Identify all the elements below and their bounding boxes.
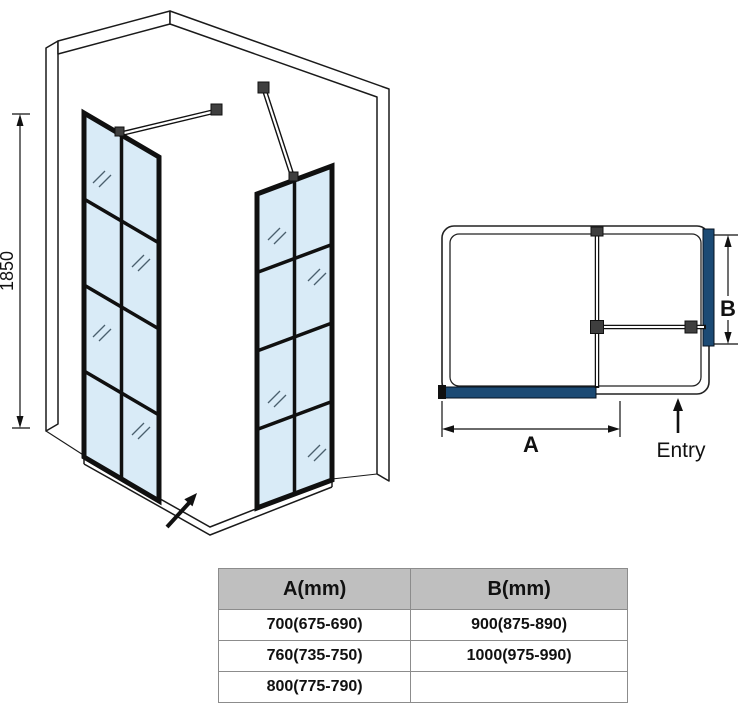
panel-a-plan [438, 385, 597, 399]
height-dimension-label: 1850 [0, 251, 17, 291]
size-table-header-b: B(mm) [410, 568, 628, 610]
entry-label: Entry [656, 439, 706, 462]
table-cell: 760(735-750) [217, 640, 412, 672]
entry-direction-arrow [165, 493, 197, 529]
table-cell: 1000(975-990) [410, 640, 628, 672]
support-bar-2 [257, 81, 296, 179]
entry-indicator: Entry [656, 398, 706, 462]
glass-panel-right [254, 162, 335, 512]
tray-outline [441, 225, 710, 395]
wall-profile [438, 385, 446, 399]
dimension-a-label: A [523, 432, 539, 457]
table-header-row: A(mm) B(mm) [217, 568, 628, 610]
table-row: 700(675-690) 900(875-890) [217, 609, 628, 641]
dimension-b: B [714, 234, 738, 345]
support-bar-1 [119, 103, 223, 137]
wall-bracket-icon [210, 103, 223, 116]
dimension-b-label: B [720, 296, 736, 321]
panel-b-plan [702, 228, 715, 347]
table-cell: 800(775-790) [217, 671, 412, 703]
size-table: A(mm) B(mm) 700(675-690) 900(875-890) 76… [217, 568, 628, 703]
table-cell: 900(875-890) [410, 609, 628, 641]
height-dimension: 1850 [0, 113, 30, 429]
plan-view: A B Entry [438, 225, 738, 462]
glass-reflection-marks [92, 170, 151, 440]
table-row: 800(775-790) [217, 671, 628, 703]
glass-panel-left [81, 108, 162, 506]
wall-bracket-icon [257, 81, 270, 94]
dimension-a: A [441, 401, 621, 457]
back-left-wall-top [57, 10, 171, 55]
left-wall-edge [45, 40, 59, 432]
glass-reflection-marks [267, 227, 327, 462]
table-cell: 700(675-690) [217, 609, 412, 641]
table-cell [410, 671, 628, 703]
table-row: 760(735-750) 1000(975-990) [217, 640, 628, 672]
isometric-view: 1850 [0, 10, 390, 536]
size-table-header-a: A(mm) [217, 568, 412, 610]
support-bars-plan [590, 226, 706, 388]
